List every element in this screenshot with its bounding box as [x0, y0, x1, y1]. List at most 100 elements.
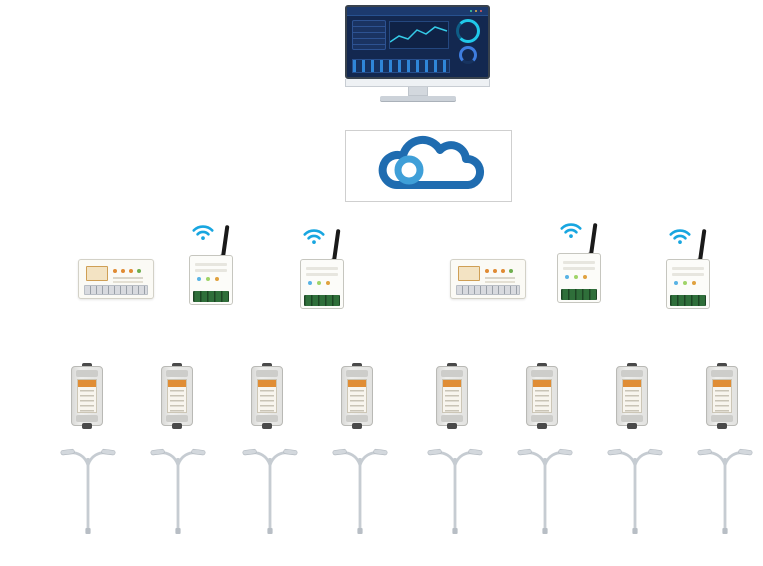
street-light	[516, 440, 574, 536]
end-cap	[256, 415, 278, 422]
label-lines	[625, 390, 639, 412]
controller-body	[706, 366, 738, 426]
controller-label	[167, 379, 187, 413]
label-band	[348, 380, 366, 387]
screen-bar-chart	[352, 59, 450, 73]
wifi-icon	[560, 223, 582, 239]
street-light-icon	[606, 447, 664, 536]
gateway-body	[557, 253, 601, 303]
antenna-icon	[698, 229, 707, 262]
connector-nub	[627, 423, 637, 429]
screen-gauge-small-icon	[459, 46, 477, 64]
single-lamp-controller	[339, 363, 375, 429]
street-light-icon	[516, 447, 574, 536]
vent-slot	[563, 261, 595, 264]
end-cap	[711, 415, 733, 422]
label-lines	[170, 390, 184, 412]
label-band	[168, 380, 186, 387]
single-lamp-controller	[69, 363, 105, 429]
vent-slot	[672, 273, 704, 276]
vent-slot	[306, 267, 338, 270]
street-light-icon	[149, 447, 207, 536]
lighting-controller	[78, 259, 154, 299]
terminal-block	[670, 295, 706, 306]
connector-nub	[717, 423, 727, 429]
wireless-gateway	[656, 225, 720, 309]
gateway-body	[189, 255, 233, 305]
single-lamp-controller	[434, 363, 470, 429]
label-band	[443, 380, 461, 387]
terminal-block	[561, 289, 597, 300]
status-led-icons	[197, 277, 201, 281]
end-cap	[441, 370, 463, 377]
single-lamp-controller	[704, 363, 740, 429]
wifi-icon	[669, 229, 691, 245]
street-light-icon	[426, 447, 484, 536]
controller-body	[71, 366, 103, 426]
gateway-body	[666, 259, 710, 309]
antenna-icon	[332, 229, 341, 262]
status-led-icons	[308, 281, 312, 285]
controller-label	[77, 379, 97, 413]
controller-body	[341, 366, 373, 426]
controller-body	[436, 366, 468, 426]
street-light	[426, 440, 484, 536]
cloud-icon	[378, 135, 484, 189]
end-cap	[531, 370, 553, 377]
label-lines	[260, 390, 274, 412]
street-light	[331, 440, 389, 536]
antenna-icon	[589, 223, 598, 256]
screen-topbar	[347, 7, 488, 16]
controller-body	[251, 366, 283, 426]
street-light	[696, 440, 754, 536]
connector-nub	[537, 423, 547, 429]
status-led-icons	[565, 275, 569, 279]
connector-nub	[172, 423, 182, 429]
label-band	[533, 380, 551, 387]
end-cap	[166, 415, 188, 422]
wireless-gateway	[547, 219, 611, 303]
label-lines	[535, 390, 549, 412]
terminal-strip	[84, 285, 148, 295]
controller-label	[622, 379, 642, 413]
connector-nub	[352, 423, 362, 429]
label-band	[713, 380, 731, 387]
vent-slot	[563, 267, 595, 270]
end-cap	[256, 370, 278, 377]
terminal-block	[304, 295, 340, 306]
wifi-icon	[192, 225, 214, 241]
wireless-gateway	[179, 221, 243, 305]
monitor-base	[379, 96, 456, 101]
lighting-controller	[450, 259, 526, 299]
connector-nub	[447, 423, 457, 429]
controller-label	[347, 379, 367, 413]
vent-slot	[306, 273, 338, 276]
end-cap	[76, 415, 98, 422]
street-light	[59, 440, 117, 536]
end-cap	[346, 370, 368, 377]
end-cap	[441, 415, 463, 422]
street-light-icon	[59, 447, 117, 536]
monitor-chin	[345, 79, 490, 87]
end-cap	[166, 370, 188, 377]
controller-body	[616, 366, 648, 426]
controller-label	[257, 379, 277, 413]
single-lamp-controller	[614, 363, 650, 429]
single-lamp-controller	[524, 363, 560, 429]
controller-label	[442, 379, 462, 413]
connector-nub	[82, 423, 92, 429]
screen-gauge-icon	[456, 19, 480, 43]
controller-label	[532, 379, 552, 413]
end-cap	[531, 415, 553, 422]
wireless-gateway	[290, 225, 354, 309]
status-led-icons	[113, 269, 117, 273]
vent-slot	[672, 267, 704, 270]
end-cap	[621, 415, 643, 422]
label-band	[623, 380, 641, 387]
status-led-icons	[674, 281, 678, 285]
gateway-body	[300, 259, 344, 309]
screen-line-chart	[389, 21, 449, 49]
street-light-icon	[331, 447, 389, 536]
controller-body	[526, 366, 558, 426]
